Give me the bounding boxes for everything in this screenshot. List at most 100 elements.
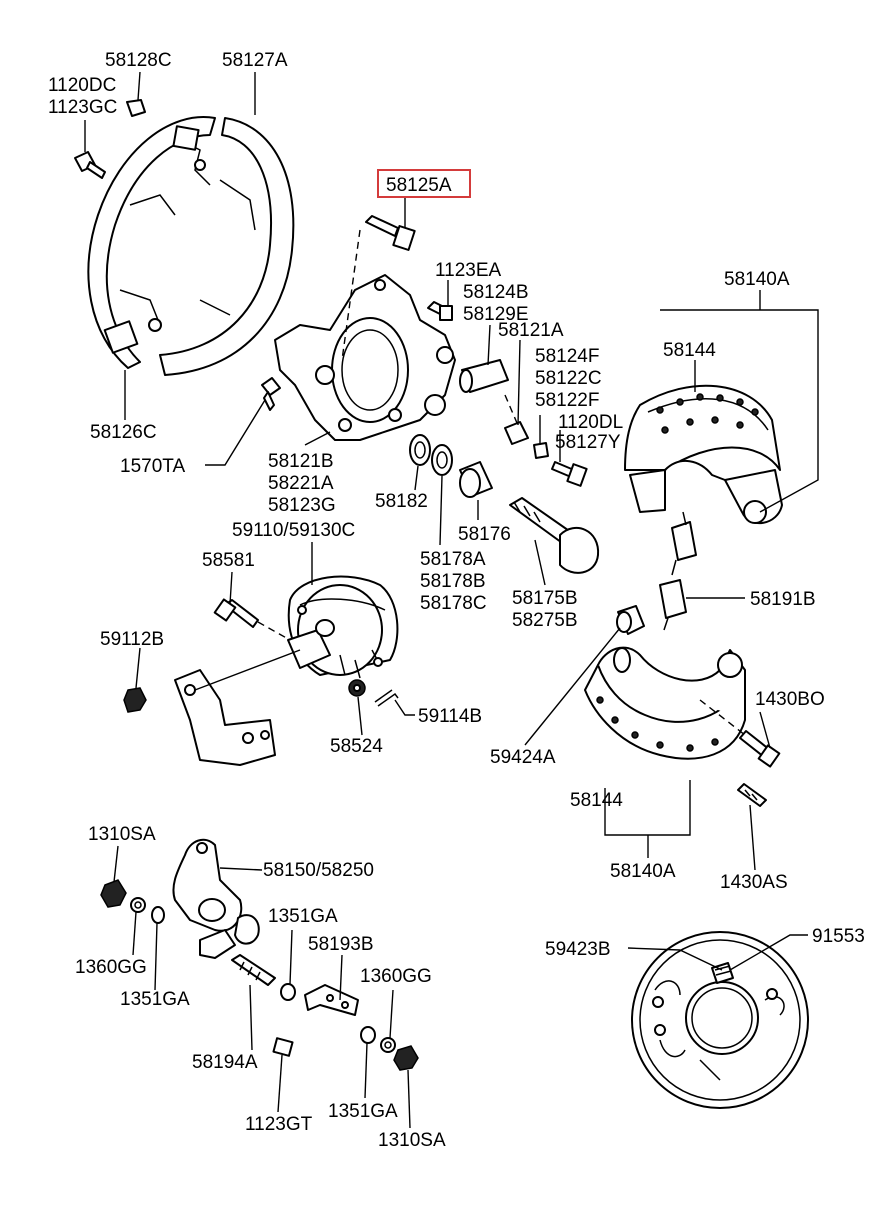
label-58125A: 58125A: [386, 175, 452, 196]
label-58121A: 58121A: [498, 320, 564, 341]
label-1351GA-c: 1351GA: [328, 1101, 398, 1122]
bolt-1120DL: [551, 461, 588, 487]
label-58127A-top: 58127A: [222, 50, 288, 71]
label-58121B: 58121B: [268, 451, 334, 472]
bushing-59424A: [616, 605, 645, 635]
label-1123GC: 1123GC: [48, 97, 117, 118]
label-58144-bot: 58144: [570, 790, 623, 811]
label-58144-top: 58144: [663, 340, 716, 361]
label-59423B: 59423B: [545, 939, 611, 960]
label-58176: 58176: [458, 524, 511, 545]
label-58122C: 58122C: [535, 368, 602, 389]
bolt-axis-line: [341, 229, 361, 361]
washer-1351GA-mid: [280, 983, 296, 1001]
seal-58182: [409, 434, 431, 466]
label-1430AS: 1430AS: [720, 872, 788, 893]
nut-58524: [348, 679, 366, 697]
label-58123G: 58123G: [268, 495, 336, 516]
label-1360GG-a: 1360GG: [360, 966, 432, 987]
label-58524: 58524: [330, 736, 383, 757]
label-1351GA-b: 1351GA: [120, 989, 190, 1010]
bushing-58176: [459, 461, 493, 498]
nut-1310SA-bot: [393, 1045, 419, 1071]
label-58175B: 58175B: [512, 588, 578, 609]
spring-58124F: [533, 442, 549, 459]
label-1570TA: 1570TA: [120, 456, 185, 477]
label-58182: 58182: [375, 491, 428, 512]
label-58126C: 58126C: [90, 422, 157, 443]
brake-shoe-upper: [624, 384, 783, 525]
brake-chamber-59110: [287, 575, 399, 679]
label-59110-59130C: 59110/59130C: [232, 520, 355, 541]
label-58193B: 58193B: [308, 934, 374, 955]
label-1351GA-a: 1351GA: [268, 906, 338, 927]
camshaft-58175B: [509, 497, 600, 574]
lower-shoe-bolt-axis: [699, 699, 746, 736]
return-spring-58191B: [659, 511, 697, 631]
label-58140A-bot: 58140A: [610, 861, 676, 882]
label-58124F: 58124F: [535, 346, 599, 367]
bracket-58193B: [304, 984, 359, 1016]
label-1123EA: 1123EA: [435, 260, 502, 281]
bracket: [174, 669, 276, 766]
label-1310SA-top: 1310SA: [88, 824, 156, 845]
clip-58121A: [504, 421, 529, 445]
spider-housing: [274, 274, 456, 441]
washer-1360GG-bot: [380, 1037, 396, 1053]
seal-58178A: [431, 444, 453, 476]
washer-1351GA-bot: [360, 1026, 376, 1044]
bolt-1123EA: [427, 301, 453, 321]
label-58127Y: 58127Y: [555, 432, 621, 453]
backing-plate: [87, 116, 295, 376]
label-58194A: 58194A: [192, 1052, 258, 1073]
label-58275B: 58275B: [512, 610, 578, 631]
label-58178B: 58178B: [420, 571, 486, 592]
label-91553: 91553: [812, 926, 865, 947]
bolt-1430BO: [739, 730, 781, 768]
chamber-bolt-axis: [257, 621, 291, 641]
callout-labels: 58128C 58127A 1120DC 1123GC 58126C 58125…: [48, 50, 865, 1151]
slack-adjuster-58150: [172, 838, 260, 959]
label-1360GG-b: 1360GG: [75, 957, 147, 978]
label-58124B: 58124B: [463, 282, 529, 303]
cotter-pin-59114B: [374, 689, 399, 707]
label-58221A: 58221A: [268, 473, 334, 494]
dust-shield-59423B: [631, 931, 809, 1109]
label-1310SA-bot: 1310SA: [378, 1130, 446, 1151]
pin-58124B: [459, 359, 509, 393]
leader-lines: [84, 71, 819, 1129]
label-59424A: 59424A: [490, 747, 556, 768]
label-1120DL: 1120DL: [558, 412, 623, 433]
pin-axis-line: [504, 394, 521, 431]
highlight-box: [377, 169, 471, 198]
label-58581: 58581: [202, 550, 255, 571]
label-58140A-top: 58140A: [724, 269, 790, 290]
washer-1351GA-top: [151, 906, 165, 924]
label-59114B: 59114B: [418, 706, 482, 727]
label-58128C: 58128C: [105, 50, 172, 71]
label-58178A: 58178A: [420, 549, 486, 570]
label-58178C: 58178C: [420, 593, 487, 614]
label-58129E: 58129E: [463, 304, 529, 325]
pin-58194A: [231, 954, 276, 986]
nut-1310SA-top: [100, 879, 127, 908]
bolt-1120DC: [74, 151, 106, 179]
bolt-58125A: [365, 215, 416, 251]
washer-1360GG-top: [130, 897, 146, 913]
label-1430BO: 1430BO: [755, 689, 825, 710]
nut-59112B: [123, 687, 147, 713]
plug-58128C: [126, 99, 146, 117]
label-1120DC: 1120DC: [48, 75, 116, 96]
bolt-1123GT: [272, 1037, 294, 1057]
pin-1430AS: [737, 783, 767, 807]
fitting-1570TA: [261, 377, 281, 411]
label-1123GT: 1123GT: [245, 1114, 313, 1135]
bolt-58581: [213, 598, 259, 628]
label-58150-58250: 58150/58250: [263, 860, 374, 881]
label-58122F: 58122F: [535, 390, 599, 411]
label-58191B: 58191B: [750, 589, 816, 610]
brake-shoe-lower: [584, 646, 746, 760]
label-59112B: 59112B: [100, 629, 164, 650]
